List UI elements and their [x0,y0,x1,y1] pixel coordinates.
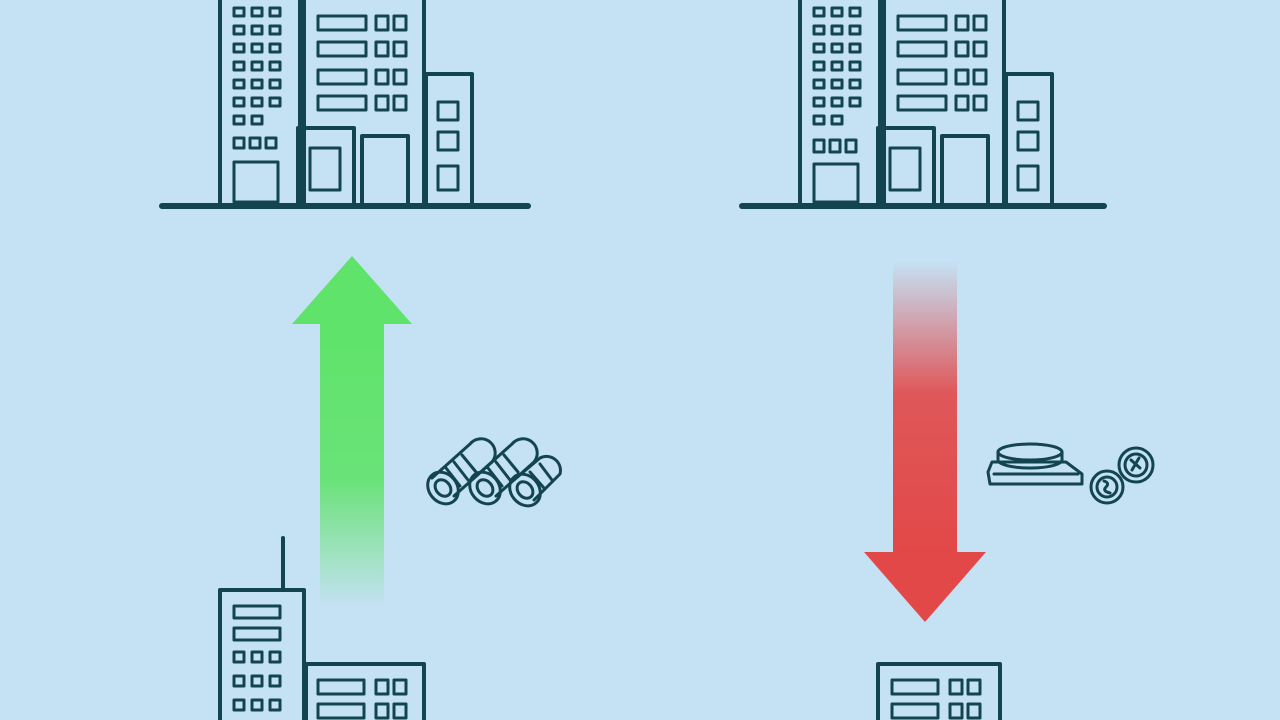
small-building-icon-left [218,536,426,720]
coins-icon [986,442,1155,505]
small-building-icon-right [876,662,1002,720]
office-buildings-icon-left [159,0,531,209]
coin-rolls-icon [426,437,562,508]
arrow-up-icon [292,256,412,608]
arrow-down-icon [864,262,986,622]
office-buildings-icon-right [739,0,1107,209]
